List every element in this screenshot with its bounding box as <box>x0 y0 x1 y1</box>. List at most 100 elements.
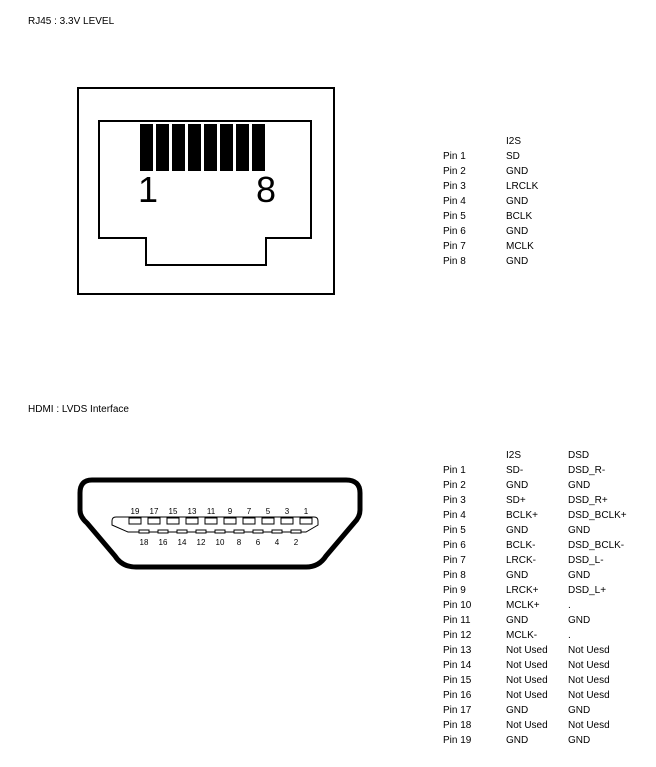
hdmi-bottom-pin-number: 2 <box>294 538 299 547</box>
dsd-signal: DSD_L- <box>568 555 604 566</box>
i2s-signal: MCLK <box>506 241 534 252</box>
rj45-pin-contacts <box>140 124 265 171</box>
pin-label: Pin 3 <box>443 495 466 506</box>
pin-label: Pin 8 <box>443 570 466 581</box>
i2s-signal: LRCK+ <box>506 585 539 596</box>
hdmi-top-pin-number: 15 <box>169 507 178 516</box>
hdmi-bottom-pin <box>233 529 245 534</box>
pin-label: Pin 1 <box>443 465 466 476</box>
i2s-signal: Not Used <box>506 690 548 701</box>
hdmi-top-pin-number: 19 <box>131 507 140 516</box>
hdmi-top-pin-number: 17 <box>150 507 159 516</box>
i2s-signal: Not Used <box>506 645 548 656</box>
i2s-signal: GND <box>506 570 529 581</box>
pin-label: Pin 14 <box>443 660 472 671</box>
rj45-jack-outline <box>98 120 312 266</box>
pin-label: Pin 7 <box>443 241 466 252</box>
i2s-signal: BCLK- <box>506 540 536 551</box>
pin-label: Pin 9 <box>443 585 466 596</box>
hdmi-inner-slot <box>111 516 319 533</box>
dsd-signal: GND <box>568 570 591 581</box>
rj45-connector-diagram: 1 8 <box>77 87 335 295</box>
i2s-signal: SD- <box>506 465 524 476</box>
hdmi-bottom-pin <box>271 529 283 534</box>
rj45-pin1-label: 1 <box>138 169 158 210</box>
hdmi-top-pin <box>299 517 313 525</box>
hdmi-bottom-pin <box>214 529 226 534</box>
i2s-signal: GND <box>506 735 529 746</box>
pin-label: Pin 19 <box>443 735 472 746</box>
hdmi-bottom-pin-number: 14 <box>178 538 187 547</box>
hdmi-top-pin-number: 1 <box>304 507 309 516</box>
table-row: Pin 9 LRCK+ DSD_L+ <box>443 583 653 598</box>
i2s-signal: BCLK+ <box>506 510 538 521</box>
hdmi-bottom-pin <box>138 529 150 534</box>
hdmi-top-pin-number: 3 <box>285 507 290 516</box>
pin-label: Pin 17 <box>443 705 472 716</box>
hdmi-title: HDMI : LVDS Interface <box>28 404 129 415</box>
hdmi-header-dsd: DSD <box>568 450 590 461</box>
hdmi-top-pin-number: 13 <box>188 507 197 516</box>
dsd-signal: GND <box>568 480 591 491</box>
hdmi-top-pin <box>204 517 218 525</box>
hdmi-bottom-pin-number: 8 <box>237 538 242 547</box>
pin-label: Pin 13 <box>443 645 472 656</box>
dsd-signal: DSD_BCLK- <box>568 540 625 551</box>
i2s-signal: GND <box>506 615 529 626</box>
hdmi-bottom-pin-number: 18 <box>140 538 149 547</box>
dsd-signal: Not Uesd <box>568 645 610 656</box>
rj45-pin-contact <box>220 124 233 171</box>
hdmi-table-header: I2S DSD <box>443 448 653 463</box>
dsd-signal: . <box>568 630 571 641</box>
dsd-signal: GND <box>568 735 591 746</box>
hdmi-top-pin-number: 7 <box>247 507 252 516</box>
pin-label: Pin 6 <box>443 226 466 237</box>
dsd-signal: DSD_R+ <box>568 495 608 506</box>
rj45-outer-frame <box>77 87 335 295</box>
table-row: Pin 19 GND GND <box>443 733 653 748</box>
pin-label: Pin 8 <box>443 256 466 267</box>
i2s-signal: GND <box>506 166 529 177</box>
hdmi-bottom-pin-number: 6 <box>256 538 261 547</box>
hdmi-bottom-pin-number: 4 <box>275 538 280 547</box>
i2s-signal: SD+ <box>506 495 526 506</box>
dsd-signal: DSD_BCLK+ <box>568 510 627 521</box>
rj45-title: RJ45 : 3.3V LEVEL <box>28 16 115 27</box>
pin-label: Pin 18 <box>443 720 472 731</box>
hdmi-bottom-pin <box>252 529 264 534</box>
table-row: Pin 7 MCLK <box>443 239 643 254</box>
i2s-signal: GND <box>506 525 529 536</box>
hdmi-bottom-pin-number: 10 <box>216 538 225 547</box>
pin-label: Pin 12 <box>443 630 472 641</box>
dsd-signal: DSD_L+ <box>568 585 607 596</box>
table-row: Pin 13 Not Used Not Uesd <box>443 643 653 658</box>
hdmi-top-pin-number: 11 <box>207 507 216 516</box>
rj45-pin-contact <box>156 124 169 171</box>
table-row: Pin 3 SD+ DSD_R+ <box>443 493 653 508</box>
i2s-signal: GND <box>506 705 529 716</box>
pin-label: Pin 5 <box>443 211 466 222</box>
i2s-signal: Not Used <box>506 720 548 731</box>
i2s-signal: GND <box>506 196 529 207</box>
pin-label: Pin 11 <box>443 615 471 626</box>
